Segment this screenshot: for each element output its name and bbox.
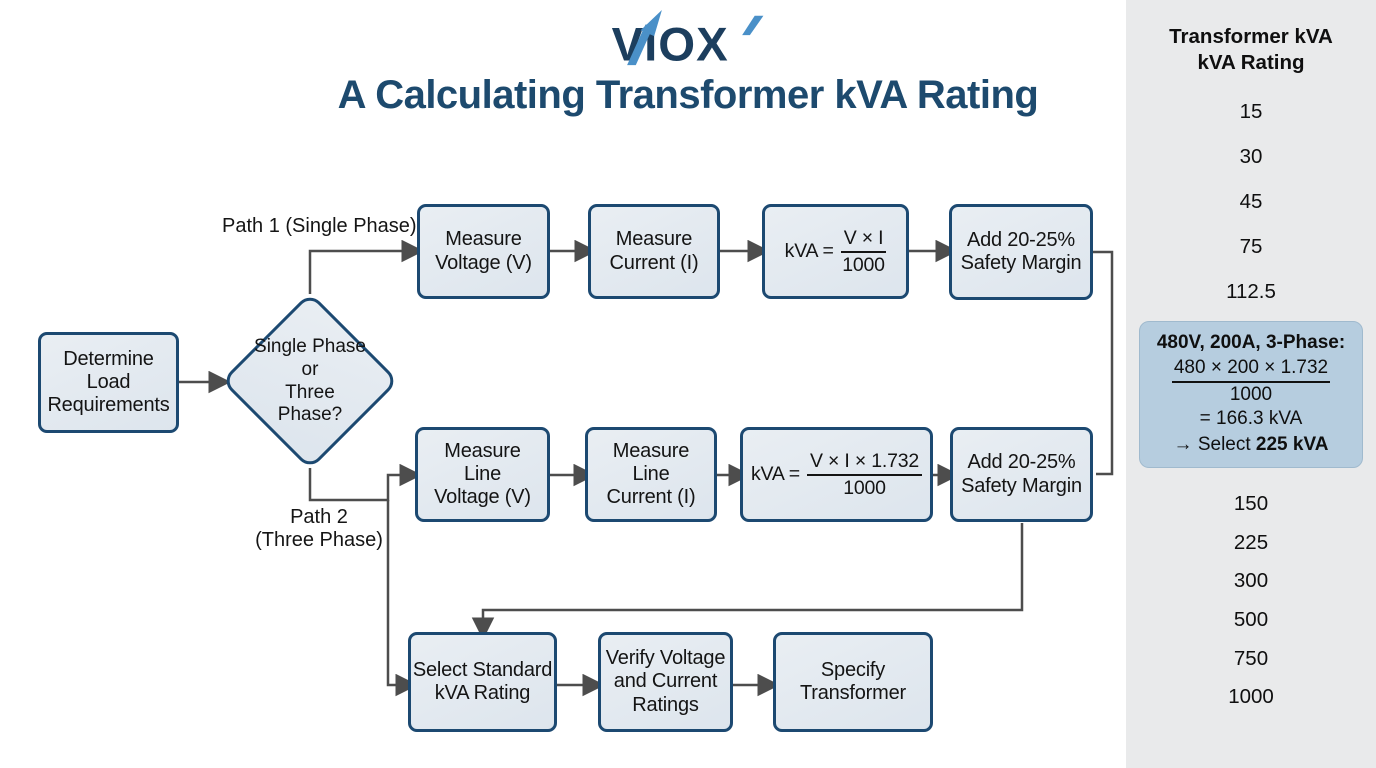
decision-diamond-label: Single Phase or Three Phase?: [254, 336, 366, 426]
worked-example-card: 480V, 200A, 3-Phase: 480 × 200 × 1.732 1…: [1139, 321, 1363, 468]
node-measure-line-voltage: Measure Line Voltage (V): [415, 427, 550, 522]
kva-value: 30: [1239, 145, 1263, 169]
kva-value: 45: [1239, 189, 1263, 213]
example-fraction: 480 × 200 × 1.732 1000: [1171, 356, 1331, 407]
kva-value: 500: [1233, 608, 1269, 632]
example-denominator: 1000: [1229, 383, 1273, 405]
node-select-standard-kva: Select Standard kVA Rating: [408, 632, 557, 732]
viox-logo: VIOX: [603, 10, 773, 71]
kva-value: 225: [1233, 530, 1269, 554]
node-measure-current: Measure Current (I): [588, 204, 720, 299]
kva-values-top: 15 30 45 75 112.5: [1126, 90, 1376, 314]
kva-value: 300: [1233, 569, 1269, 593]
node-formula-three-phase: kVA = V × I × 1.732 1000: [740, 427, 933, 522]
kva-value: 15: [1239, 100, 1263, 124]
node-determine-load: Determine Load Requirements: [38, 332, 179, 433]
formula2-denominator: 1000: [843, 476, 886, 499]
formula2-prefix: kVA =: [750, 463, 800, 486]
path2-label: Path 2 (Three Phase): [255, 506, 383, 551]
page-title: A Calculating Transformer kVA Rating: [337, 73, 1039, 117]
node-safety-margin-1: Add 20-25% Safety Margin: [949, 204, 1093, 300]
kva-rating-sidebar: Transformer kVA kVA Rating 15 30 45 75 1…: [1126, 0, 1376, 768]
viox-logo-icon: VIOX: [612, 10, 764, 71]
kva-value: 1000: [1228, 685, 1274, 709]
example-numerator: 480 × 200 × 1.732: [1171, 356, 1331, 383]
path1-label: Path 1 (Single Phase): [222, 215, 417, 237]
kva-value: 75: [1239, 234, 1263, 258]
node-measure-voltage: Measure Voltage (V): [417, 204, 550, 299]
kva-values-bottom: 150 225 300 500 750 1000: [1126, 485, 1376, 717]
kva-value: 150: [1233, 492, 1269, 516]
header: VIOX A Calculating Transformer kVA Ratin…: [0, 10, 1376, 118]
example-result: = 166.3 kVA: [1199, 408, 1303, 430]
node-measure-line-current: Measure Line Current (I): [585, 427, 717, 522]
logo-x-accent: [742, 15, 764, 36]
example-select-value: 225 kVA: [1255, 433, 1329, 455]
sidebar-title: Transformer kVA kVA Rating: [1169, 25, 1333, 75]
logo-arrow-icon: [627, 10, 662, 66]
node-specify-transformer: Specify Transformer: [773, 632, 933, 732]
node-verify-ratings: Verify Voltage and Current Ratings: [598, 632, 733, 732]
formula1-numerator: V × I: [840, 227, 887, 253]
formula1-denominator: 1000: [842, 253, 885, 276]
formula1-prefix: kVA =: [784, 240, 834, 263]
node-safety-margin-2: Add 20-25% Safety Margin: [950, 427, 1093, 522]
example-selection: → Select 225 kVA: [1146, 432, 1356, 457]
example-heading: 480V, 200A, 3-Phase:: [1156, 332, 1346, 353]
formula2-numerator: V × I × 1.732: [806, 450, 923, 476]
example-select-prefix: → Select: [1173, 433, 1256, 455]
node-formula-single-phase: kVA = V × I 1000: [762, 204, 909, 299]
kva-value: 112.5: [1226, 279, 1276, 303]
kva-value: 750: [1233, 646, 1269, 670]
